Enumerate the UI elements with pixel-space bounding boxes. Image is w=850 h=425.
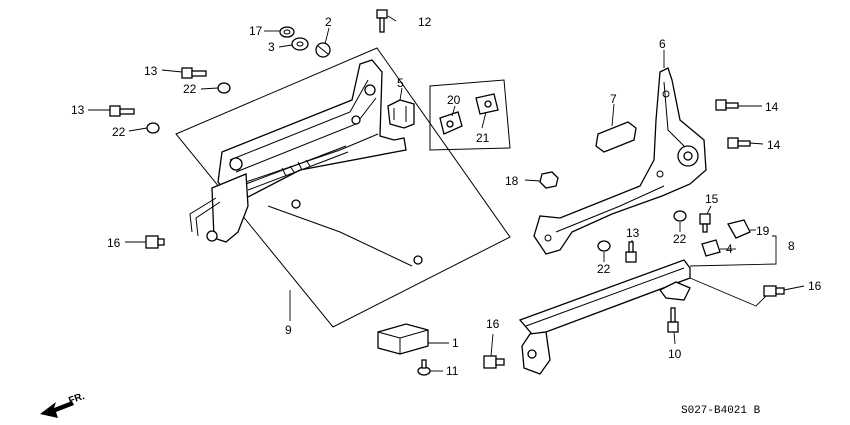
washer-part-22-right xyxy=(597,240,611,252)
right-rail-part-8 xyxy=(518,259,691,375)
callout-13-right: 13 xyxy=(626,226,640,240)
left-seat-adjuster-rail xyxy=(189,59,423,267)
washer-part-22-mid xyxy=(673,210,687,222)
bolt-part-16-left xyxy=(145,235,165,249)
callout-14-upper: 14 xyxy=(765,100,779,114)
bolt-part-13-lower xyxy=(109,105,135,117)
callout-18: 18 xyxy=(505,174,519,188)
right-seat-recliner-arm-part-6 xyxy=(533,67,707,255)
bolt-part-14-lower xyxy=(727,137,751,149)
bolt-part-16-right xyxy=(763,285,785,297)
nut-part-18 xyxy=(539,171,559,189)
callout-2: 2 xyxy=(325,15,332,29)
front-direction-label: FR. xyxy=(67,391,86,407)
clip-part-19 xyxy=(727,219,751,239)
callout-9: 9 xyxy=(285,323,292,337)
front-direction-arrow-icon: FR. xyxy=(40,391,86,418)
callout-22-lower: 22 xyxy=(112,125,126,139)
callout-19: 19 xyxy=(756,224,770,238)
callout-12: 12 xyxy=(418,15,432,29)
leader-lines xyxy=(88,15,805,372)
cap-part-2 xyxy=(315,42,331,58)
callout-17: 17 xyxy=(249,24,263,38)
inset-box-parts-20-21 xyxy=(429,79,511,151)
callout-15: 15 xyxy=(705,192,719,206)
callout-10: 10 xyxy=(668,347,682,361)
callout-22-right: 22 xyxy=(597,262,611,276)
callout-13-lower: 13 xyxy=(71,103,85,117)
callout-16-left: 16 xyxy=(107,236,121,250)
callout-8: 8 xyxy=(788,239,795,253)
assembly-outline-box xyxy=(175,47,511,328)
callout-13-upper: 13 xyxy=(144,64,158,78)
washer-part-22-upper xyxy=(217,82,231,94)
bolt-part-10 xyxy=(667,307,679,333)
washer-part-17 xyxy=(279,26,295,38)
callout-5: 5 xyxy=(397,76,404,90)
diagram-code: S027-B4021 B xyxy=(681,405,761,417)
clip-part-4 xyxy=(701,239,721,257)
callout-21: 21 xyxy=(476,131,490,145)
callout-20: 20 xyxy=(447,93,461,107)
bracket-part-5 xyxy=(387,99,415,129)
trim-cover-part-7 xyxy=(595,121,637,153)
bolt-part-15 xyxy=(699,213,711,233)
bolt-part-13-right xyxy=(625,241,637,263)
callout-14-lower: 14 xyxy=(767,138,781,152)
bolt-part-13-upper xyxy=(181,67,207,79)
callout-22-upper: 22 xyxy=(183,82,197,96)
callout-4: 4 xyxy=(726,242,733,256)
bolt-part-12 xyxy=(376,9,388,33)
callout-11: 11 xyxy=(446,364,459,378)
bolt-part-16-bottom xyxy=(483,355,505,369)
washer-part-3 xyxy=(291,37,309,51)
callout-1: 1 xyxy=(452,336,459,350)
callout-22-mid: 22 xyxy=(673,232,687,246)
clip-part-20 xyxy=(439,111,463,135)
callout-3: 3 xyxy=(268,40,275,54)
callout-16-right: 16 xyxy=(808,279,822,293)
callout-7: 7 xyxy=(610,92,617,106)
callout-16-bottom: 16 xyxy=(486,317,500,331)
control-module-part-1 xyxy=(377,323,429,355)
bolt-part-14-upper xyxy=(715,99,739,111)
clip-part-21 xyxy=(475,93,499,115)
callout-6: 6 xyxy=(659,37,666,51)
washer-part-22-lower xyxy=(146,122,160,134)
screw-part-11 xyxy=(417,359,431,376)
